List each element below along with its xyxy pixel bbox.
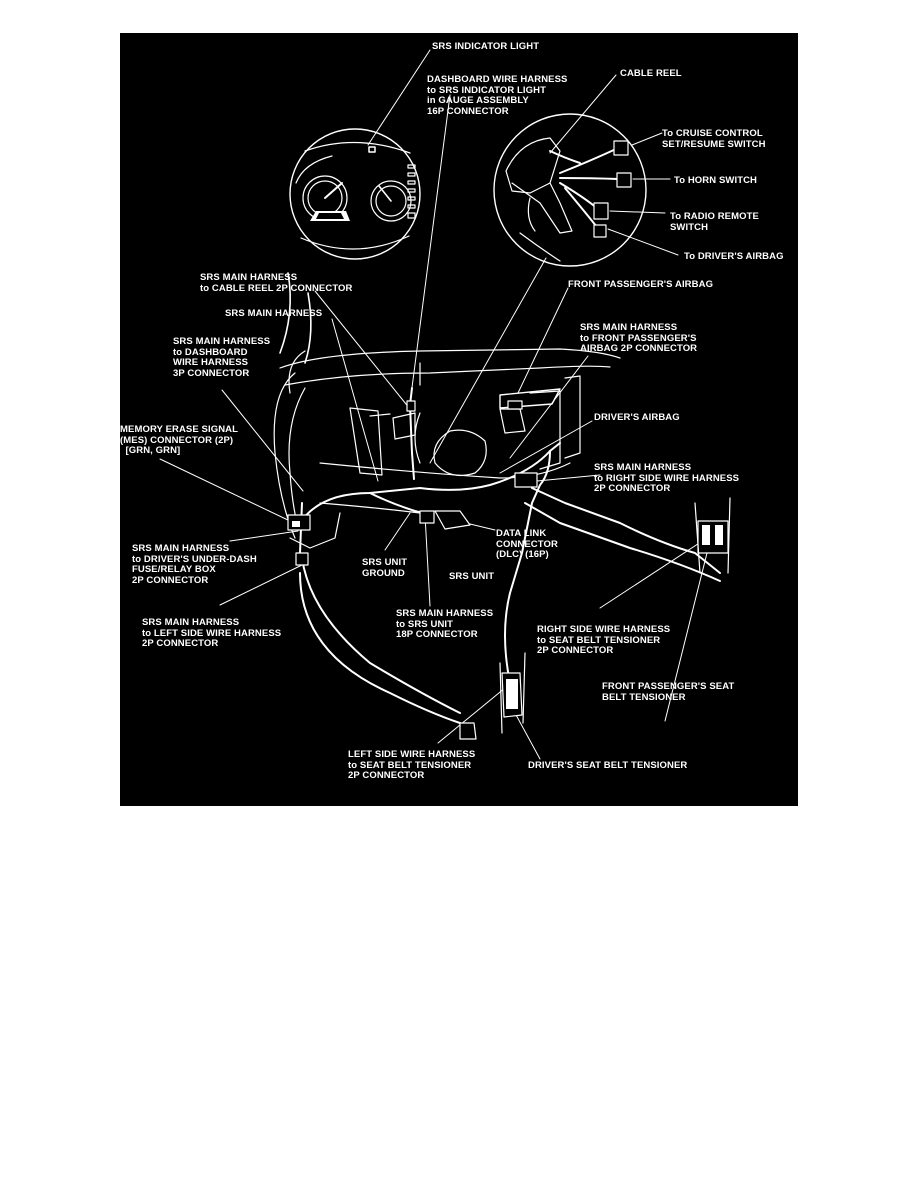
label-dashboard-harness-16p: DASHBOARD WIRE HARNESS to SRS INDICATOR … — [427, 74, 568, 117]
label-right-side-2p: SRS MAIN HARNESS to RIGHT SIDE WIRE HARN… — [594, 462, 740, 494]
label-front-passenger-airbag: FRONT PASSENGER'S AIRBAG — [568, 279, 714, 290]
label-data-link-connector: DATA LINK CONNECTOR (DLC) (16P) — [496, 528, 558, 560]
dashboard-outline — [273, 272, 621, 549]
label-dashboard-3p: SRS MAIN HARNESS to DASHBOARD WIRE HARNE… — [173, 336, 271, 379]
label-srs-unit: SRS UNIT — [449, 571, 495, 582]
connectors — [287, 400, 731, 740]
label-to-horn-switch: To HORN SWITCH — [674, 175, 758, 186]
label-to-cruise-control: To CRUISE CONTROL SET/RESUME SWITCH — [662, 128, 766, 150]
label-to-radio-remote: To RADIO REMOTE SWITCH — [670, 211, 759, 233]
label-to-drivers-airbag: To DRIVER'S AIRBAG — [684, 251, 784, 262]
label-front-passenger-tensioner: FRONT PASSENGER'S SEAT BELT TENSIONER — [602, 681, 735, 703]
label-right-tensioner-2p: RIGHT SIDE WIRE HARNESS to SEAT BELT TEN… — [537, 624, 671, 656]
label-drivers-airbag: DRIVER'S AIRBAG — [594, 412, 680, 423]
label-mes-connector: MEMORY ERASE SIGNAL (MES) CONNECTOR (2P)… — [120, 424, 239, 456]
label-left-tensioner-2p: LEFT SIDE WIRE HARNESS to SEAT BELT TENS… — [348, 749, 476, 781]
srs-component-location-diagram: SRS INDICATOR LIGHT DASHBOARD WIRE HARNE… — [120, 33, 798, 806]
label-cable-reel-2p: SRS MAIN HARNESS to CABLE REEL 2P CONNEC… — [200, 272, 353, 294]
gauge-cluster-detail — [289, 128, 421, 260]
label-srs-unit-ground: SRS UNIT GROUND — [362, 557, 408, 579]
label-srs-unit-18p: SRS MAIN HARNESS to SRS UNIT 18P CONNECT… — [396, 608, 494, 640]
label-srs-indicator-light: SRS INDICATOR LIGHT — [432, 41, 540, 52]
label-left-side-2p: SRS MAIN HARNESS to LEFT SIDE WIRE HARNE… — [142, 617, 282, 649]
leader-lines — [159, 49, 713, 760]
cable-reel-detail — [493, 113, 647, 267]
diagram-artwork — [159, 49, 731, 760]
label-cable-reel: CABLE REEL — [620, 68, 682, 79]
label-passenger-airbag-2p: SRS MAIN HARNESS to FRONT PASSENGER'S AI… — [580, 322, 698, 354]
label-driver-tensioner: DRIVER'S SEAT BELT TENSIONER — [528, 760, 688, 771]
label-srs-main-harness: SRS MAIN HARNESS — [225, 308, 323, 319]
harness-wires — [299, 387, 721, 724]
label-fuse-relay-2p: SRS MAIN HARNESS to DRIVER'S UNDER-DASH … — [132, 543, 257, 586]
